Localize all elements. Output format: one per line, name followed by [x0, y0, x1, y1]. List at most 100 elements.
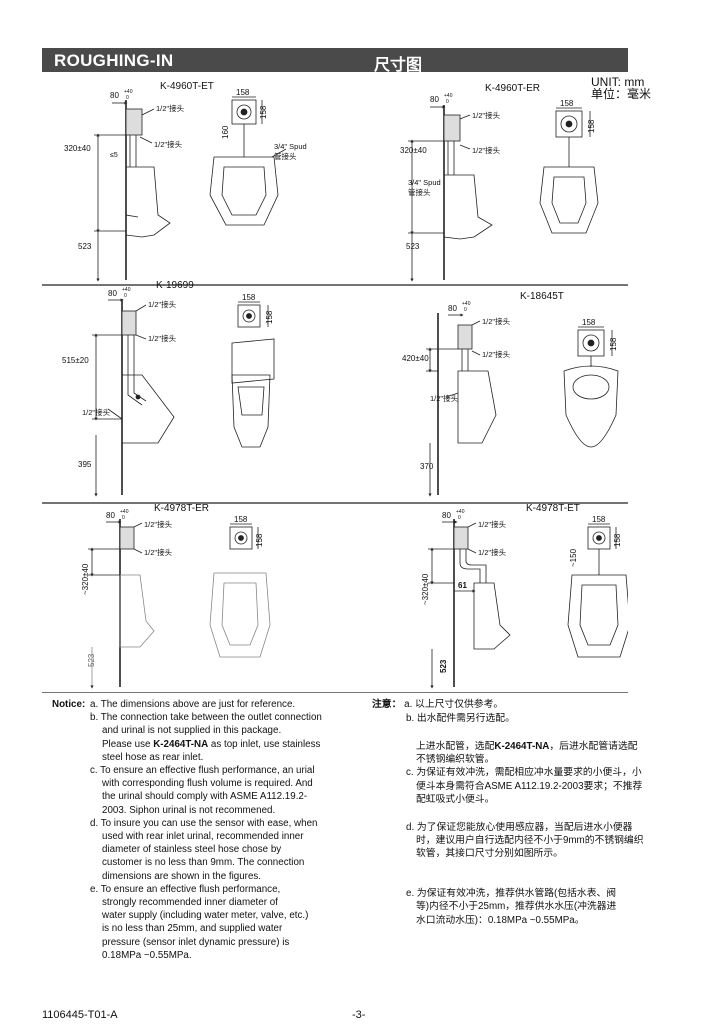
svg-text:+40: +40 [456, 509, 465, 515]
note-e3: water supply (including water meter, val… [102, 910, 309, 922]
drawing-k18645t: K-18645T 80 +40 0 1/2"接头 1/2"接头 420±40 1… [402, 291, 619, 497]
svg-text:0: 0 [446, 99, 449, 105]
svg-text:0: 0 [458, 515, 461, 521]
svg-text:0: 0 [464, 307, 467, 313]
svg-text:61: 61 [458, 581, 467, 590]
notice-label: Notice: [52, 699, 86, 710]
note-zh-b2: 上进水配管，选配K-2464T-NA，后进水配管请选配 [416, 741, 638, 752]
svg-text:1/2"接头: 1/2"接头 [472, 110, 501, 120]
svg-text:0: 0 [124, 293, 127, 299]
svg-text:1/2"接头: 1/2"接头 [144, 547, 173, 557]
note-b2: and urinal is not supplied in this packa… [102, 725, 282, 737]
svg-text:158: 158 [265, 310, 274, 324]
model-label: K-4978T-ER [154, 503, 209, 514]
svg-text:1/2"接头: 1/2"接头 [154, 139, 183, 149]
svg-text:+40: +40 [124, 89, 133, 95]
drawing-k4978t-et: K-4978T-ET 80 +40 0 1/2"接头 1/2"接头 ~320±4… [421, 503, 628, 689]
drawing-k4978t-er: K-4978T-ER 80 +40 0 1/2"接头 1/2"接头 ~320±4… [81, 503, 271, 689]
note-a: a. The dimensions above are just for ref… [90, 699, 296, 710]
svg-text:80: 80 [448, 304, 457, 313]
model-label: K-4978T-ET [526, 503, 580, 514]
svg-text:管接头: 管接头 [274, 151, 297, 161]
note-e6: 0.18MPa ~0.55MPa. [102, 949, 192, 961]
svg-text:370: 370 [420, 462, 434, 471]
document-id: 1106445-T01-A [42, 1009, 118, 1021]
model-label: K-19699 [156, 280, 194, 291]
svg-text:80: 80 [430, 95, 439, 104]
roughing-in-drawings: K-4960T-ET 80 +40 0 1/2"接头 1/2"接头 320±40… [42, 81, 628, 693]
svg-text:≤5: ≤5 [110, 152, 118, 159]
unit-zh: 单位：毫米 [591, 87, 652, 101]
note-b4: steel hose as rear inlet. [102, 751, 204, 763]
svg-text:158: 158 [560, 99, 574, 108]
note-b3: Please use K-2464T-NA as top inlet, use … [102, 738, 321, 750]
svg-text:523: 523 [406, 242, 420, 251]
svg-text:+40: +40 [122, 287, 131, 293]
svg-text:1/2"接头: 1/2"接头 [430, 393, 459, 403]
note-d4: customer is no less than 9mm. The connec… [102, 857, 305, 869]
svg-text:158: 158 [242, 293, 256, 302]
svg-text:+40: +40 [444, 93, 453, 99]
svg-text:320±40: 320±40 [400, 146, 427, 155]
svg-text:管接头: 管接头 [408, 187, 431, 197]
note-c3: the urinal should comply with ASME A112.… [102, 791, 308, 803]
note-zh-a: a. 以上尺寸仅供参考。 [404, 699, 504, 710]
svg-text:80: 80 [106, 511, 115, 520]
drawing-k4960t-er: K-4960T-ER 80 +40 0 1/2"接头 1/2"接头 320±40… [400, 83, 599, 282]
note-e5: pressure (sensor inlet dynamic pressure)… [102, 936, 290, 948]
section-title-zh: 尺寸图 [374, 57, 423, 74]
svg-text:523: 523 [439, 659, 448, 673]
svg-text:1/2"接头: 1/2"接头 [148, 333, 177, 343]
svg-text:3/4" Spud: 3/4" Spud [408, 178, 441, 187]
note-d3: diameter of stainless steel hose chose b… [102, 844, 282, 856]
svg-text:80: 80 [108, 289, 117, 298]
note-zh-c3: 配虹吸式小便斗。 [416, 793, 495, 805]
svg-text:0: 0 [122, 515, 125, 521]
svg-text:+40: +40 [120, 509, 129, 515]
svg-text:~150: ~150 [569, 548, 578, 567]
svg-text:1/2"接头: 1/2"接头 [478, 519, 507, 529]
note-c4: 2003. Siphon urinal is not recommened. [102, 804, 276, 816]
svg-text:395: 395 [78, 460, 92, 469]
model-label: K-4960T-ER [485, 83, 540, 94]
svg-text:420±40: 420±40 [402, 354, 429, 363]
svg-text:523: 523 [78, 242, 92, 251]
svg-text:515±20: 515±20 [62, 356, 89, 365]
note-d2: used with rear inlet urinal, recommended… [102, 831, 304, 843]
note-zh-e1: e. 为保证有效冲洗，推荐供水管路(包括水表、阀 [406, 888, 617, 900]
note-b1: b. The connection take between the outle… [90, 712, 322, 724]
section-header: ROUGHING-IN 尺寸图 [42, 48, 628, 74]
note-d1: d. To insure you can use the sensor with… [90, 817, 318, 829]
svg-text:158: 158 [255, 533, 264, 547]
model-label: K-18645T [520, 291, 564, 302]
notice-chinese: 注意： a. 以上尺寸仅供参考。 b. 出水配件需另行选配。 上进水配管，选配K… [372, 698, 672, 927]
svg-text:158: 158 [236, 88, 250, 97]
note-d5: dimensions are shown in the figures. [102, 870, 262, 882]
note-c1: c. To ensure an effective flush performa… [90, 765, 315, 777]
section-title-en: ROUGHING-IN [54, 51, 174, 70]
svg-text:3/4" Spud: 3/4" Spud [274, 142, 307, 151]
note-zh-e2: 等)内径不小于25mm，推荐供水水压(冲洗器进 [416, 901, 617, 913]
notice-english: Notice: a. The dimensions above are just… [52, 698, 352, 962]
note-zh-d1: d. 为了保证您能放心使用感应器，当配后进水小便器 [406, 821, 633, 833]
note-zh-c1: c. 为保证有效冲洗，需配相应冲水量要求的小便斗，小 [406, 767, 642, 779]
note-zh-b3: 不锈钢编织软管。 [416, 754, 495, 766]
svg-text:158: 158 [234, 515, 248, 524]
svg-text:~320±40: ~320±40 [81, 563, 90, 595]
svg-text:1/2"接头: 1/2"接头 [82, 407, 111, 417]
svg-text:1/2"接头: 1/2"接头 [482, 349, 511, 359]
svg-text:1/2"接头: 1/2"接头 [144, 519, 173, 529]
unit-label: UNIT: mm 单位：毫米 [591, 76, 651, 100]
note-zh-e3: 水口流动水压)：0.18MPa ~0.55MPa。 [416, 914, 585, 926]
svg-text:1/2"接头: 1/2"接头 [482, 316, 511, 326]
svg-text:158: 158 [582, 318, 596, 327]
svg-text:158: 158 [259, 105, 268, 119]
note-zh-d2: 时，建议用户自行选配内径不小于9mm的不锈钢编织 [416, 835, 644, 847]
unit-en: UNIT: mm [591, 75, 645, 89]
notice-label-zh: 注意： [372, 699, 402, 710]
drawing-k4960t-et: K-4960T-ET 80 +40 0 1/2"接头 1/2"接头 320±40… [64, 81, 307, 282]
note-e1: e. To ensure an effective flush performa… [90, 883, 281, 895]
svg-text:320±40: 320±40 [64, 144, 91, 153]
svg-text:158: 158 [592, 515, 606, 524]
page-number: -3- [352, 1009, 366, 1021]
